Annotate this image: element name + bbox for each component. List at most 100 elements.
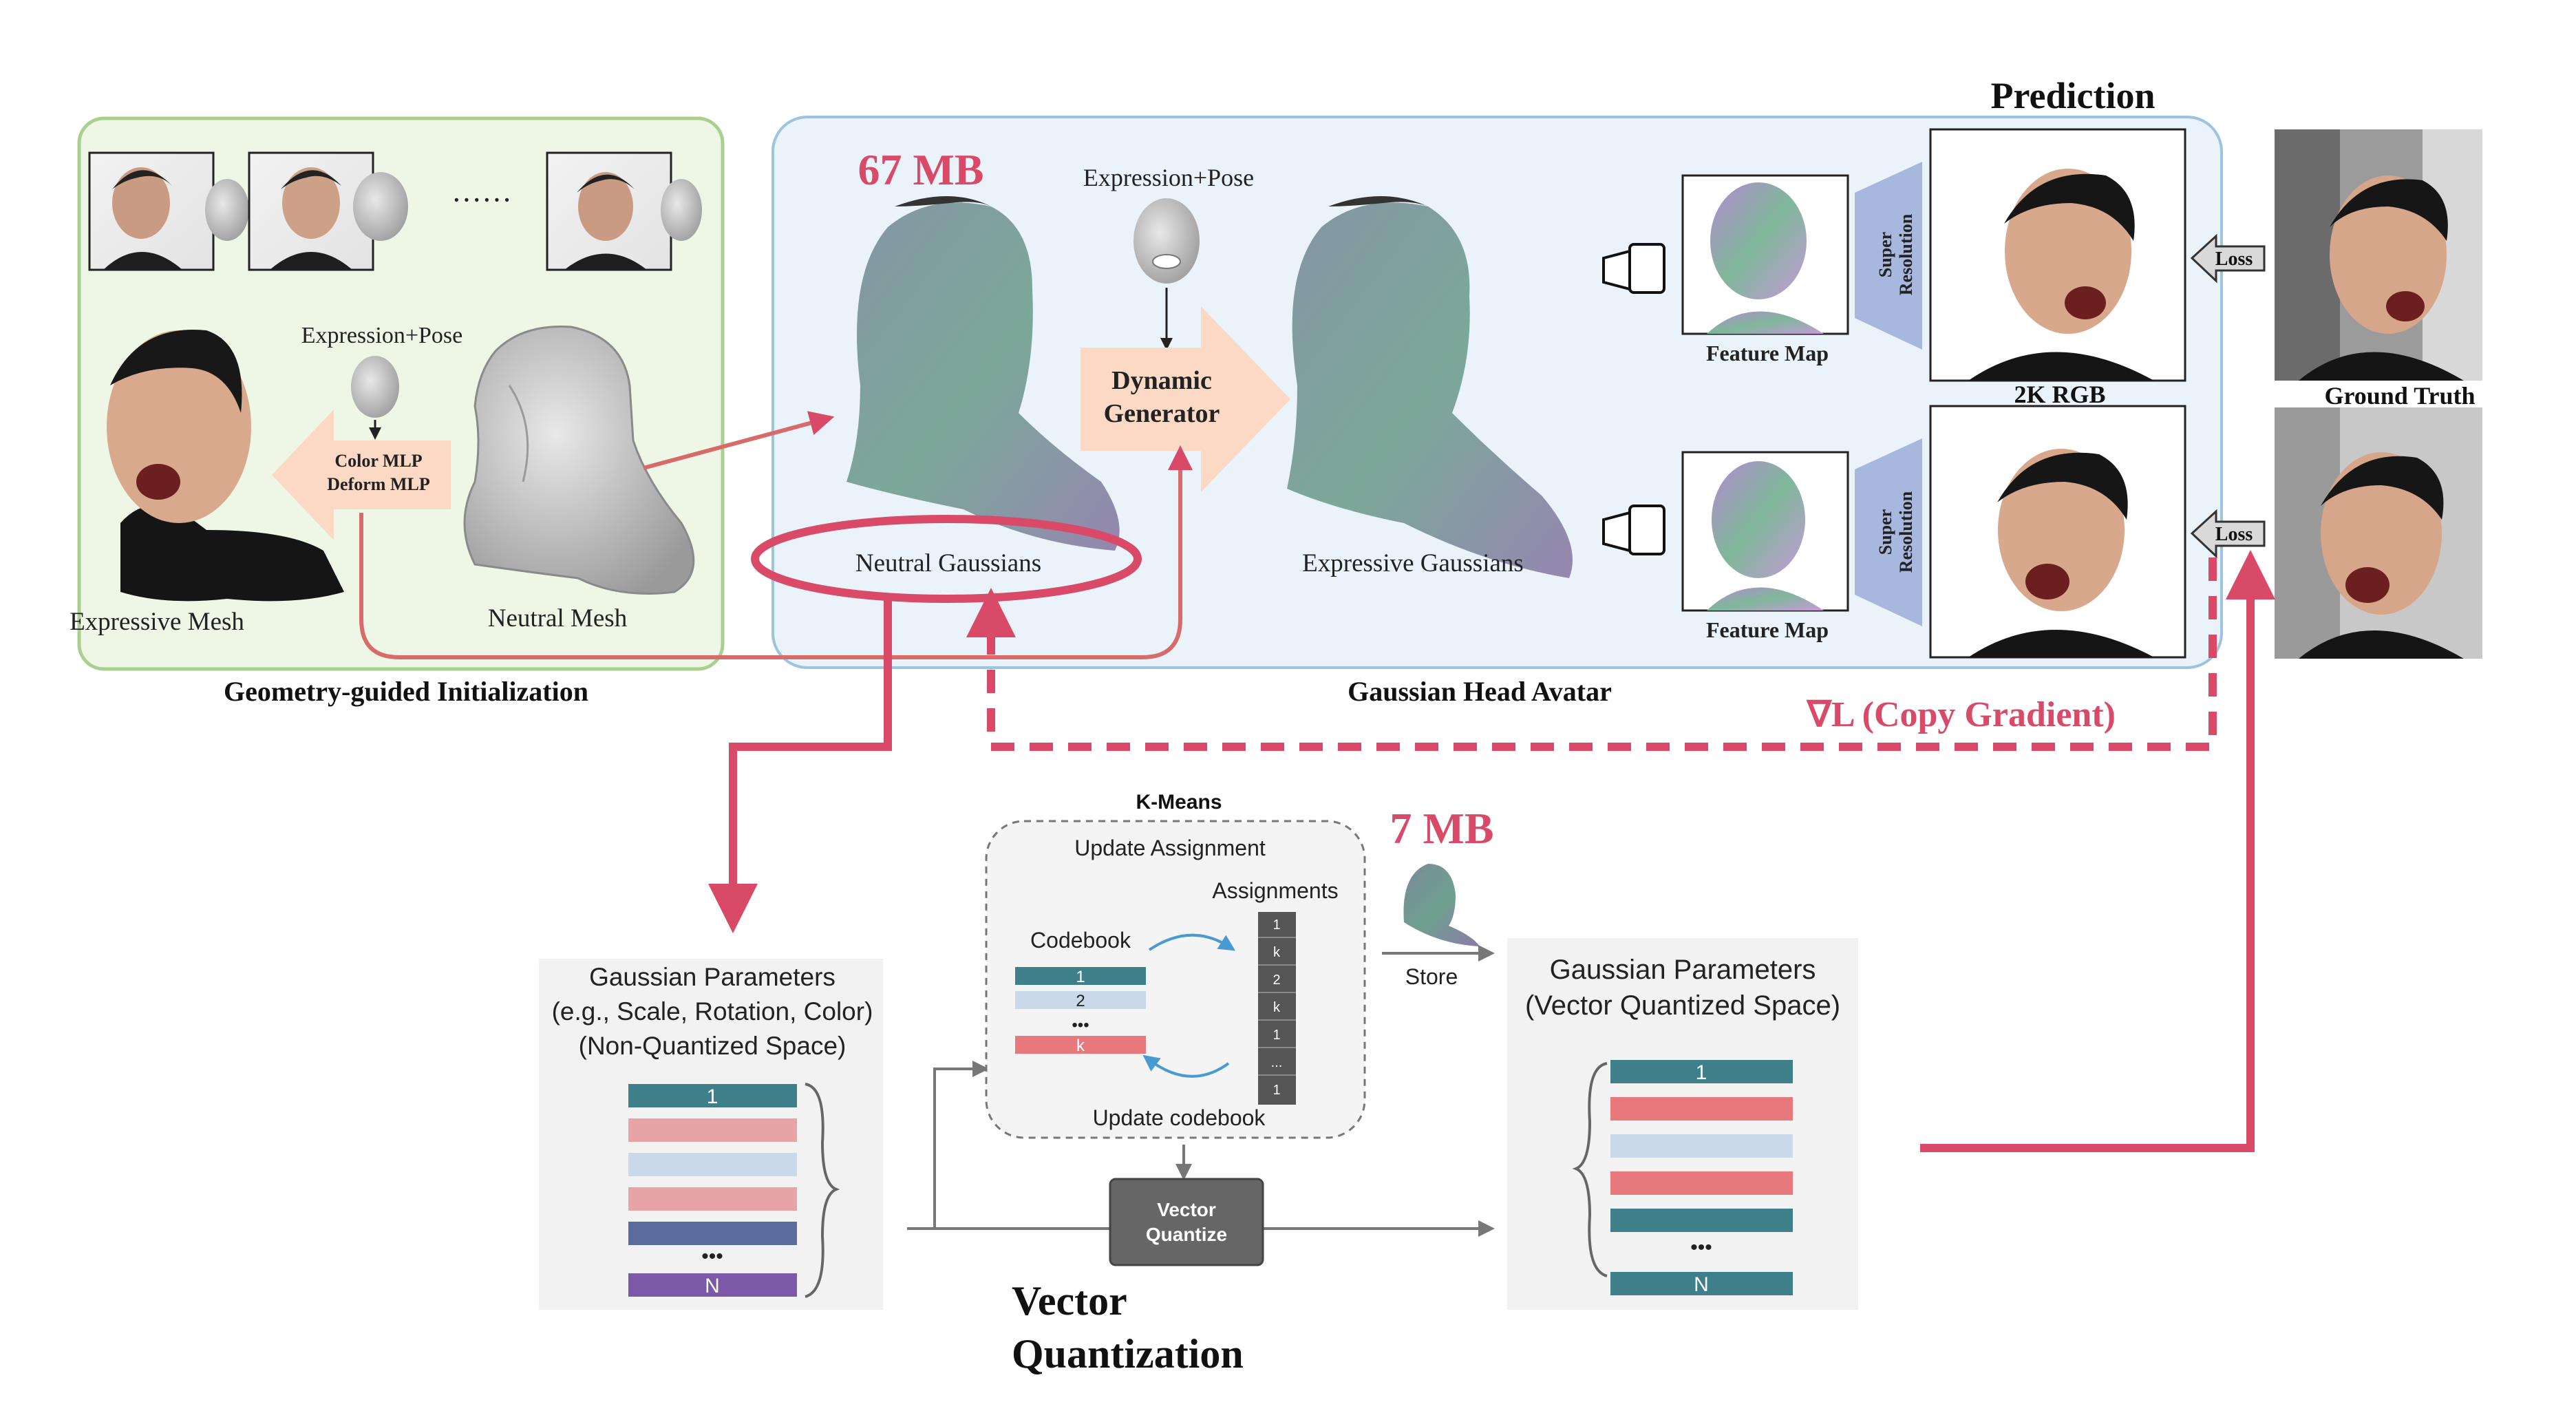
dynamic-generator-line2: Generator: [1104, 399, 1220, 428]
camera-icon: [1602, 243, 1665, 294]
ground-truth-label: Ground Truth: [2324, 382, 2475, 410]
param-row: [628, 1118, 797, 1142]
store-label: Store: [1405, 964, 1458, 989]
expressive-mesh-label: Expressive Mesh: [70, 608, 244, 636]
quantized-row: [1610, 1097, 1793, 1120]
codebook-row-label: 1: [1076, 968, 1085, 986]
quantized-row: [1610, 1209, 1793, 1232]
neutral-mesh-label: Neutral Mesh: [488, 604, 628, 633]
mlp-to-generator-loop: [359, 445, 1193, 659]
super-resolution-top: Super Resolution: [1855, 162, 1922, 350]
codebook-rows: 1 2 ••• k: [1015, 967, 1146, 1055]
camera-icon: [1602, 504, 1665, 555]
codebook-row-label: 2: [1076, 992, 1085, 1010]
vector-quantize-line2: Quantize: [1146, 1224, 1227, 1245]
dynamic-generator-block: Dynamic Generator: [1081, 306, 1290, 492]
neutral-gaussians-image: [847, 196, 1120, 551]
super-label-bottom: Super: [1875, 509, 1895, 555]
non-quantized-title-2: (e.g., Scale, Rotation, Color): [552, 997, 873, 1026]
loss-label-bottom: Loss: [2215, 524, 2253, 545]
input-frame-2: [248, 151, 374, 271]
quantized-row: [1610, 1134, 1793, 1158]
frames-ellipsis: ······: [451, 183, 512, 217]
resolution-label-bottom: Resolution: [1896, 491, 1916, 573]
deform-mlp-label: Deform MLP: [327, 474, 430, 494]
non-quantized-title-3: (Non-Quantized Space): [579, 1032, 847, 1060]
ground-truth-image-top: [2275, 129, 2482, 381]
non-quantized-title-1: Gaussian Parameters: [589, 963, 835, 991]
quantized-title-1: Gaussian Parameters: [1550, 955, 1816, 985]
stored-head-thumbnail: [1403, 864, 1480, 946]
color-deform-mlp-block: Color MLP Deform MLP: [272, 410, 451, 540]
feature-map-top: [1681, 174, 1849, 335]
non-quantized-brace: [805, 1083, 840, 1298]
vq-section: Gaussian Parameters (e.g., Scale, Rotati…: [539, 791, 1858, 1377]
loss-arrow-bottom: Loss: [2190, 509, 2266, 559]
quantized-row: [1610, 1060, 1793, 1083]
vq-to-loss-arrow: [1920, 550, 2275, 1152]
quantized-row-dots: •••: [1690, 1236, 1712, 1259]
prediction-label: Prediction: [1991, 75, 2155, 116]
copy-gradient-label: ∇L (Copy Gradient): [1806, 695, 2116, 734]
codebook-curve-arrow: [1142, 1054, 1230, 1078]
loss-arrow-top: Loss: [2190, 233, 2266, 284]
feature-map-bottom: [1681, 451, 1849, 612]
assignment-cell: 1: [1273, 1028, 1280, 1043]
avatar-expression-mouth: [1152, 254, 1181, 269]
prediction-image-bottom: [1929, 405, 2186, 659]
geometry-section-title: Geometry-guided Initialization: [224, 676, 588, 707]
vq-to-kmeans-line: [933, 1061, 989, 1229]
super-label-top: Super: [1875, 232, 1895, 277]
init-expression-pose-label: Expression+Pose: [301, 323, 463, 348]
quantized-panel: [1507, 938, 1858, 1310]
codebook-row: [1015, 1036, 1146, 1054]
gaussians-to-vq-arrow: [708, 600, 892, 933]
vector-quantize-box: [1109, 1178, 1264, 1266]
connections: ∇L (Copy Gradient): [359, 411, 2275, 1152]
mesh-to-gaussians-arrow: [643, 411, 835, 470]
assignment-cell: k: [1273, 945, 1281, 960]
color-mlp-label: Color MLP: [334, 451, 422, 471]
input-frame-1: [88, 151, 215, 271]
codebook-row: [1015, 991, 1146, 1009]
vq-section-title-line2: Quantization: [1012, 1331, 1244, 1377]
quantized-title-2: (Vector Quantized Space): [1525, 990, 1840, 1021]
prediction-image-top: [1929, 128, 2186, 382]
mesh-thumb-n: [661, 179, 702, 241]
param-row: [628, 1273, 797, 1297]
geometry-section: ······ Expression+Pose Color MLP Deform …: [70, 116, 725, 707]
param-row-label: 1: [707, 1085, 718, 1108]
expressive-mesh-image: [107, 330, 344, 602]
input-frame-n: [546, 151, 672, 271]
loss-label-top: Loss: [2215, 248, 2253, 270]
update-assignment-label: Update Assignment: [1074, 836, 1266, 860]
assignment-column: 1 k 2 k 1 ... 1: [1258, 912, 1296, 1105]
param-row-dots: •••: [701, 1245, 723, 1268]
assignments-label: Assignments: [1212, 878, 1338, 903]
quantized-row: [1610, 1272, 1793, 1295]
param-row: [628, 1084, 797, 1107]
copy-gradient-dashed-line: [966, 557, 2217, 751]
assignment-cell: ...: [1271, 1055, 1283, 1070]
param-row: [628, 1187, 797, 1211]
super-resolution-bottom: Super Resolution: [1855, 438, 1922, 626]
quantized-brace: [1572, 1062, 1608, 1277]
ground-truth-image-bottom: [2275, 407, 2482, 659]
neutral-gaussians-label: Neutral Gaussians: [855, 549, 1041, 577]
mesh-thumb-1: [205, 179, 249, 241]
init-expression-face: [351, 356, 399, 418]
dynamic-generator-line1: Dynamic: [1111, 366, 1212, 395]
quantized-row-label: N: [1694, 1273, 1709, 1296]
param-row-label: N: [705, 1275, 720, 1297]
param-row: [628, 1222, 797, 1245]
input-frames: ······: [88, 151, 702, 271]
expressive-gaussians-label: Expressive Gaussians: [1302, 549, 1524, 577]
neutral-gaussians-highlight: [751, 515, 1142, 603]
kmeans-title: K-Means: [1136, 791, 1222, 814]
rgb-label: 2K RGB: [2014, 381, 2105, 408]
codebook-label: Codebook: [1030, 928, 1131, 953]
avatar-section-title: Gaussian Head Avatar: [1348, 676, 1612, 707]
update-codebook-label: Update codebook: [1093, 1105, 1266, 1130]
param-row: [628, 1153, 797, 1176]
